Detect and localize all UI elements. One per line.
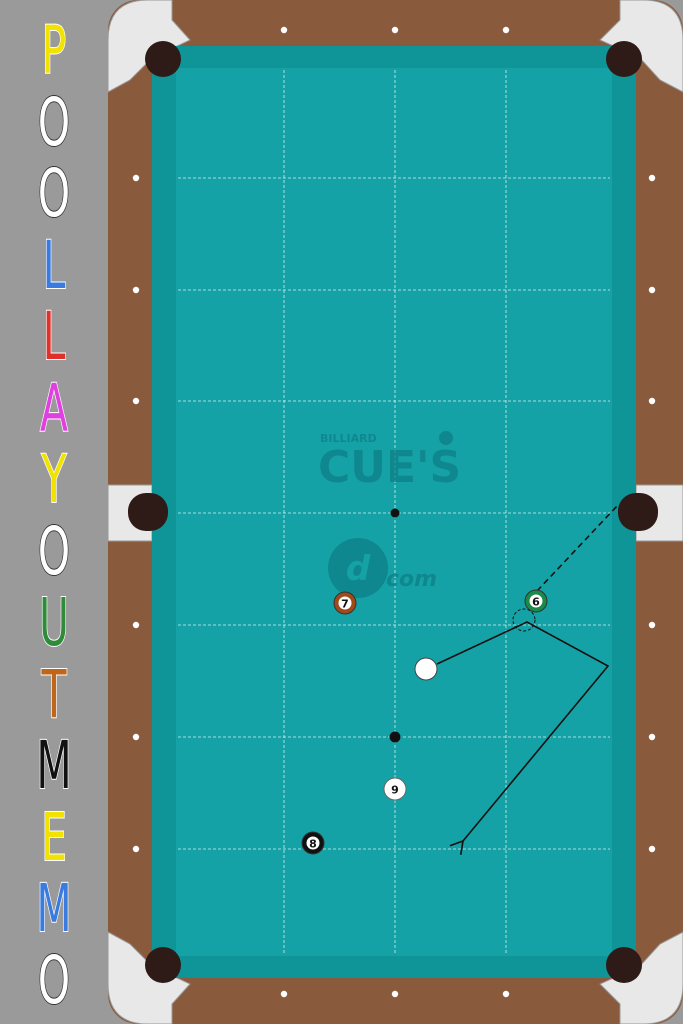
app-title-letter: E (40, 798, 67, 876)
ball-9-label: 9 (391, 784, 399, 797)
pocket-top-left (145, 41, 181, 77)
app-title-letter: P (41, 12, 67, 89)
rail-diamonds (132, 26, 656, 998)
ball-6-label: 6 (532, 596, 540, 609)
app-title-letter: T (41, 655, 67, 733)
app-title-letter: U (38, 584, 69, 661)
ball-cue[interactable] (414, 657, 438, 681)
app-title-letter: O (37, 155, 71, 232)
app-title-letter: L (42, 226, 66, 304)
pocket-bottom-right (606, 947, 642, 983)
watermark-line2: CUE (318, 442, 416, 493)
watermark-line1: BILLIARD (320, 432, 377, 445)
app-title-letter: A (39, 369, 68, 447)
app-title-letter: O (37, 512, 71, 590)
cue-ball-path (436, 621, 610, 855)
ball-8-label: 8 (309, 838, 317, 851)
app-title-letter: O (37, 941, 71, 1019)
app-title-letter: M (36, 870, 73, 947)
watermark-line3: com (386, 567, 437, 592)
pocket-top-right (606, 41, 642, 77)
ball-7-label: 7 (341, 598, 349, 611)
svg-text:d: d (346, 549, 371, 589)
foot-spot (389, 731, 401, 743)
ball-9[interactable]: 9 (383, 777, 407, 801)
ghost-ball (512, 608, 536, 632)
watermark-badge (328, 538, 388, 598)
app-title-letter: Y (41, 441, 67, 518)
app-title-letter: O (37, 83, 71, 161)
title-sidebar (0, 0, 108, 1024)
pocket-side-left (128, 493, 168, 531)
app-title-letter: M (36, 727, 73, 804)
pocket-side-right (618, 493, 658, 531)
watermark: BILLIARD CUE 'S d com (318, 431, 461, 598)
ball-6[interactable]: 6 (524, 589, 548, 613)
watermark-suffix: 'S (416, 442, 461, 493)
ball-8[interactable]: 8 (301, 831, 325, 855)
diamond-grid (178, 70, 610, 954)
app-title-letter: L (42, 298, 66, 375)
ball-7[interactable]: 7 (333, 591, 357, 615)
pocket-bottom-left (145, 947, 181, 983)
head-spot (390, 508, 400, 518)
